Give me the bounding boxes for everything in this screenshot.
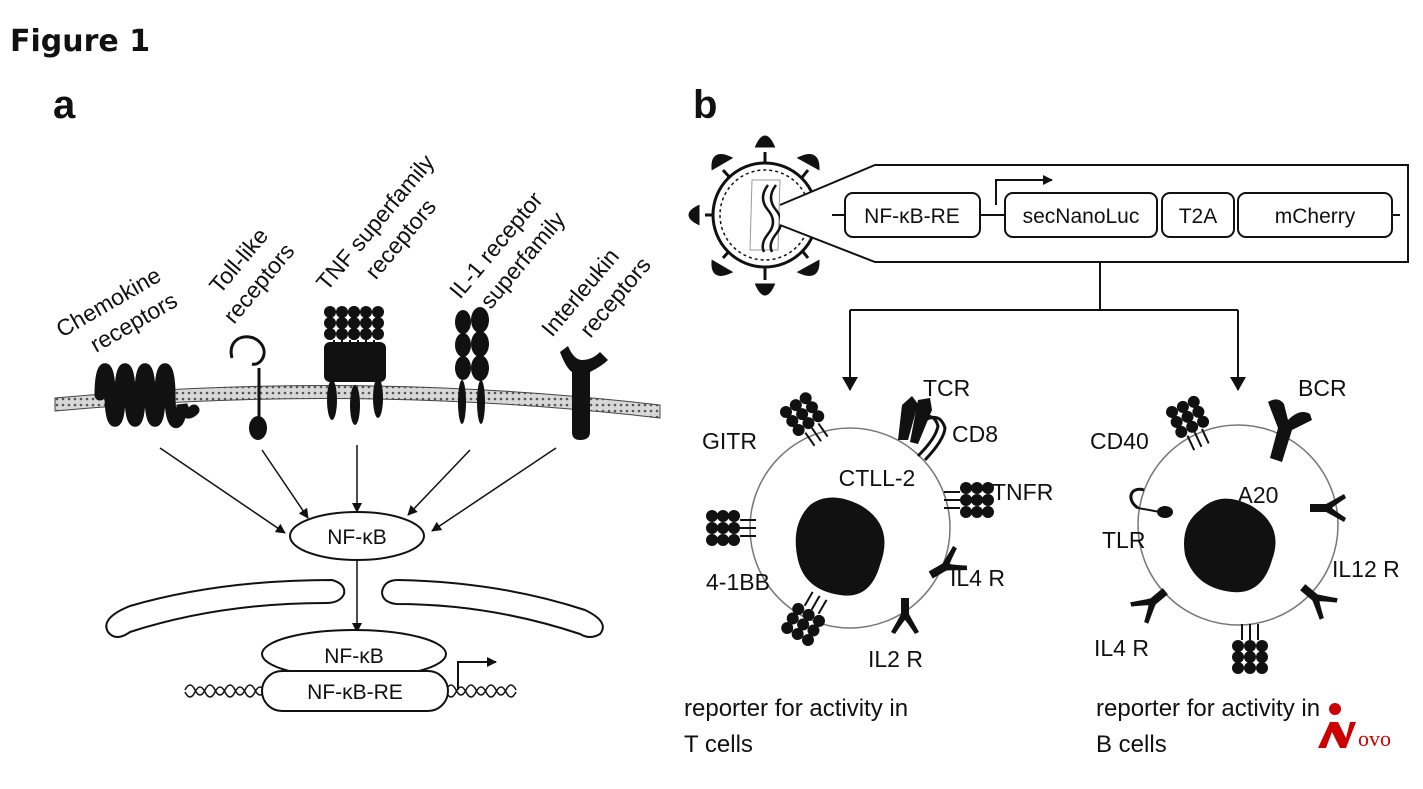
bcr-icon xyxy=(1268,399,1312,462)
construct-secnanoluc-box xyxy=(1004,192,1158,238)
toll-like-receptor-icon xyxy=(229,335,267,440)
b-cell-a20: A20 CD40 BCR TLR IL12 R IL4 R xyxy=(1090,375,1400,675)
t-cell-caption-line2: T cells xyxy=(684,731,753,758)
figure-title: Figure 1 xyxy=(10,24,150,59)
t-cell-caption-line1: reporter for activity in xyxy=(684,695,908,722)
tnf-receptor-icon xyxy=(323,305,386,425)
nfkb-cytoplasm-label: NF-κB xyxy=(327,526,387,549)
b-cell-tlr-icon xyxy=(1129,487,1173,518)
construct-nfkb-re-label: NF-κB-RE xyxy=(864,205,960,228)
4-1bb-label: 4-1BB xyxy=(706,569,770,595)
panel-b: b NF-κB-RE secNan xyxy=(684,83,1409,758)
transcription-start-arrow xyxy=(457,657,497,690)
b-cell-tnf-receptor-icon xyxy=(1231,623,1269,675)
construct-t2a-box xyxy=(1161,192,1235,238)
panel-a-label: a xyxy=(53,83,76,127)
il2r-label: IL2 R xyxy=(868,646,923,672)
t-cell-il4r-label: IL4 R xyxy=(950,565,1005,591)
b-cell-caption-line2: B cells xyxy=(1096,731,1167,758)
cd40-label: CD40 xyxy=(1090,428,1149,454)
receptor-label-toll-like: Toll-like receptors xyxy=(204,223,300,328)
receptor-label-il1: IL-1 receptor superfamily xyxy=(444,186,571,313)
t-cell-nucleus xyxy=(795,497,885,596)
logo-text: ovo xyxy=(1358,726,1391,751)
4-1bb-receptor-icon xyxy=(705,509,757,547)
b-cell-nucleus xyxy=(1184,498,1276,593)
b-cell-caption-line1: reporter for activity in xyxy=(1096,695,1320,722)
lentivirus-particle-icon xyxy=(688,135,820,296)
promoter-arrow xyxy=(995,175,1053,205)
construct-secnanoluc-label: secNanoLuc xyxy=(1023,205,1140,228)
tcr-label: TCR xyxy=(923,375,970,401)
interleukin-receptor-icon xyxy=(560,346,608,440)
b-cell-name: A20 xyxy=(1238,482,1279,508)
tcr-cd8-receptor-icon xyxy=(898,396,947,462)
signal-arrows xyxy=(159,445,557,534)
panel-b-label: b xyxy=(693,83,717,127)
nfkb-re-label: NF-κB-RE xyxy=(307,681,403,704)
tnfr-receptor-icon xyxy=(943,481,995,519)
panel-a: a Chemokine receptors Toll-like receptor… xyxy=(52,83,661,712)
receptor-label-chemokine: Chemokine receptors xyxy=(52,262,182,358)
nfkb-re-box xyxy=(261,670,449,712)
dna-left xyxy=(184,684,266,696)
logo-dot-icon xyxy=(1329,703,1341,715)
construct-mcherry-box xyxy=(1237,192,1393,238)
receptor-label-tnf: TNF superfamily receptors xyxy=(311,149,441,295)
t-cell-name: CTLL-2 xyxy=(839,465,916,491)
tnfr-label: TNFR xyxy=(992,479,1053,505)
t-cell-ctll2: CTLL-2 GITR TCR CD8 TNFR 4-1BB xyxy=(702,375,1053,672)
construct-t2a-label: T2A xyxy=(1179,205,1218,228)
logo-n-icon xyxy=(1318,722,1356,748)
receptor-label-interleukin: Interleukin receptors xyxy=(536,243,656,342)
b-cell-tlr-label: TLR xyxy=(1102,527,1145,553)
transduction-arrows xyxy=(842,262,1246,391)
gitr-label: GITR xyxy=(702,428,757,454)
cd8-label: CD8 xyxy=(952,421,998,447)
watermark-logo: ovo xyxy=(1318,703,1391,751)
il1-receptor-icon xyxy=(455,307,489,424)
il12r-label: IL12 R xyxy=(1332,556,1400,582)
nuclear-envelope-right xyxy=(380,578,604,638)
b-cell-il4r-label: IL4 R xyxy=(1094,635,1149,661)
construct-mcherry-label: mCherry xyxy=(1275,205,1356,228)
nuclear-envelope-left xyxy=(105,578,346,638)
nfkb-nucleus-label: NF-κB xyxy=(324,645,384,668)
chemokine-receptor-icon xyxy=(94,363,200,429)
bcr-label: BCR xyxy=(1298,375,1347,401)
